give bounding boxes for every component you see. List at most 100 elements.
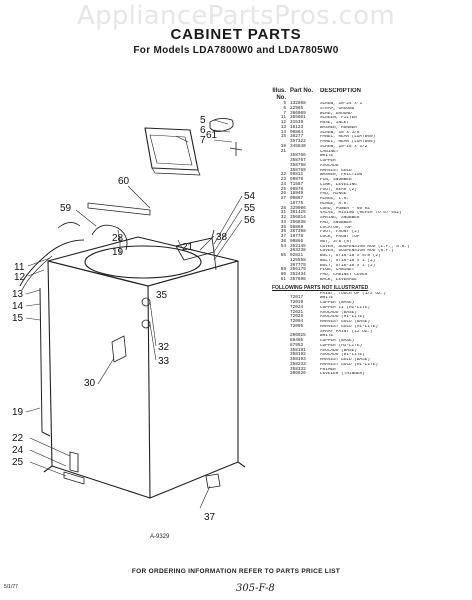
power-cord (91, 224, 128, 251)
callout: 21 (182, 242, 194, 253)
cabinet-opening (84, 245, 202, 279)
inlet-hose (19, 239, 85, 287)
list-item: SPRAY PAINT (12 OZ.) (320, 329, 373, 334)
callout: 15 (12, 313, 24, 324)
callout: 5 (200, 115, 206, 126)
callout: 13 (12, 289, 24, 300)
list-item: PAINT, TOUCH UP (1/2 OZ.) (320, 291, 386, 296)
front-foot (69, 451, 79, 473)
page-subtitle: For Models LDA7800W0 and LDA7805W0 (133, 45, 339, 56)
callout: 33 (158, 356, 170, 367)
callout: 28 (112, 233, 124, 244)
callout: 24 (12, 445, 24, 456)
callout: 7 (200, 135, 206, 146)
catalog-number: A-9329 (150, 534, 170, 540)
not-illustrated-title: FOLLOWING PARTS NOT ILLUSTRATED (272, 284, 369, 291)
callout: 37 (204, 512, 216, 523)
callout: 12 (14, 272, 26, 283)
callout: 55 (244, 203, 256, 214)
callout: 6 (200, 125, 206, 136)
watermark: AppliancePartsPros.com (76, 1, 395, 31)
cabinet-base-line (43, 461, 246, 473)
ordering-note: FOR ORDERING INFORMATION REFER TO PARTS … (131, 568, 341, 575)
callout: 25 (12, 457, 24, 468)
callout: 54 (244, 191, 256, 202)
callout: 19 (112, 247, 124, 258)
page-title: CABINET PARTS (170, 26, 302, 43)
rear-panel (39, 287, 51, 437)
callout: 32 (158, 342, 170, 353)
callout: 11 (14, 262, 25, 273)
cabinet-top (47, 236, 239, 287)
callout: 19 (12, 407, 24, 418)
callout: 35 (156, 290, 168, 301)
callout: 30 (84, 378, 96, 389)
callout: 56 (244, 215, 256, 226)
callout: 60 (118, 176, 130, 187)
cabinet-front (47, 260, 151, 499)
callout: 22 (12, 433, 24, 444)
callout: 59 (60, 203, 72, 214)
callout: 38 (216, 232, 228, 243)
cabinet-side (147, 260, 239, 499)
callout: 14 (12, 301, 24, 312)
parts-list-header: Illus. No. Part No. DESCRIPTION (272, 88, 362, 101)
handwritten-note: 305-F-8 (236, 583, 275, 594)
